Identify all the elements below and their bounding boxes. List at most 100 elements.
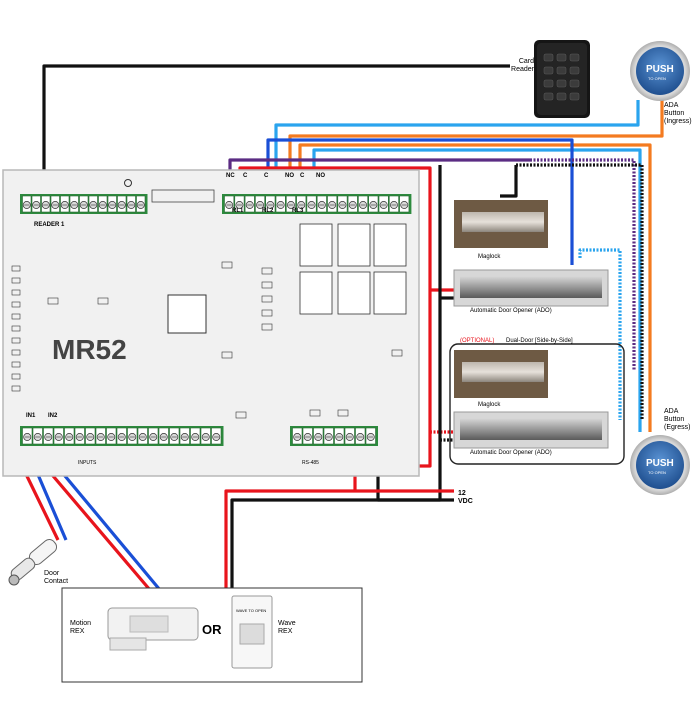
relay-bank	[299, 223, 407, 315]
keypad-key	[543, 53, 554, 62]
input-led	[11, 361, 21, 368]
board-part	[221, 351, 233, 359]
keypad-key	[556, 79, 567, 88]
or-label: OR	[202, 622, 222, 637]
board-part	[97, 297, 109, 305]
board-outline	[2, 169, 420, 477]
input-label-in2: IN2	[48, 413, 58, 419]
input-led	[11, 313, 21, 320]
board-part	[309, 409, 321, 417]
keypad-key	[543, 79, 554, 88]
reader-terminal-block	[20, 194, 148, 214]
relay-coil	[373, 223, 407, 267]
keypad-key	[569, 92, 580, 101]
wire-ado-lightblue-dashed	[578, 248, 622, 420]
inputs-caption: INPUTS	[78, 460, 97, 466]
relay-coil	[337, 271, 371, 315]
board-part	[47, 297, 59, 305]
optional-tag: (OPTIONAL)	[460, 338, 495, 344]
card-reader-label: Card Reader	[511, 58, 534, 73]
processor-chip	[167, 294, 207, 334]
wire-card-reader	[42, 64, 510, 195]
wires	[22, 64, 664, 592]
door-contact-device	[8, 538, 58, 586]
board-part	[261, 281, 273, 289]
rs485-caption: RS-485	[302, 460, 319, 466]
motion-rex-device	[107, 607, 199, 651]
input-led	[11, 265, 21, 272]
keypad-key	[556, 92, 567, 101]
ado-1	[453, 269, 609, 307]
mr52-board	[2, 169, 420, 477]
relay-label-rl3: RL3	[292, 208, 304, 214]
door-contact-label: Door Contact	[44, 570, 69, 585]
board-part	[391, 349, 403, 357]
ada-ingress-button	[630, 41, 690, 101]
maglock-1	[454, 200, 548, 248]
push-text-egress: PUSH	[646, 458, 674, 469]
wave-rex-device	[231, 595, 273, 669]
relay-coil	[373, 271, 407, 315]
dual-door-label: Dual-Door [Side-by-Side]	[506, 338, 573, 344]
terminal-label-nc: NC	[226, 173, 235, 179]
relay-label-rl2: RL2	[262, 208, 274, 214]
board-model-title: MR52	[52, 334, 127, 365]
input-terminal-block	[20, 426, 224, 446]
board-components	[11, 261, 403, 419]
terminal-label-c3: C	[300, 173, 305, 179]
wire-power-dashed	[516, 163, 644, 420]
power-label: 12 VDC	[458, 490, 473, 505]
keypad-key	[569, 79, 580, 88]
input-led	[11, 349, 21, 356]
wave-plate-text: WAVE TO OPEN	[236, 608, 267, 613]
push-text-ingress: PUSH	[646, 64, 674, 75]
maglock-label-2: Maglock	[478, 402, 501, 408]
relay-coil	[299, 271, 333, 315]
input-led	[11, 301, 21, 308]
push-subtext-egress: TO OPEN	[648, 470, 666, 475]
input-led	[11, 373, 21, 380]
wire-power-black	[500, 165, 518, 198]
reader-port-label: READER 1	[34, 222, 65, 228]
maglock-label-1: Maglock	[478, 254, 501, 260]
ado-label-1: Automatic Door Opener (ADO)	[470, 308, 552, 314]
keypad-key	[556, 53, 567, 62]
board-part	[261, 295, 273, 303]
keypad-key	[569, 53, 580, 62]
input-led	[11, 337, 21, 344]
wave-rex-label: Wave REX	[278, 620, 296, 635]
keypad-key	[543, 66, 554, 75]
board-part	[261, 323, 273, 331]
board-part	[261, 309, 273, 317]
terminal-label-c1: C	[243, 173, 248, 179]
keypad-key	[556, 66, 567, 75]
keypad-key	[569, 66, 580, 75]
relay-label-rl1: RL1	[232, 208, 244, 214]
header-strip	[151, 189, 215, 203]
ada-egress-label: ADA Button (Egress)	[664, 408, 691, 431]
relay-coil	[299, 223, 333, 267]
input-led	[11, 325, 21, 332]
input-led	[11, 277, 21, 284]
ado-2	[453, 411, 609, 449]
wire-12vdc-black	[230, 498, 454, 590]
input-label-in1: IN1	[26, 413, 36, 419]
relay-terminal-block	[222, 194, 412, 214]
board-part	[221, 261, 233, 269]
terminal-label-no1: NO	[285, 173, 294, 179]
card-reader-device	[534, 40, 590, 118]
board-part	[337, 409, 349, 417]
ado-label-2: Automatic Door Opener (ADO)	[470, 450, 552, 456]
maglock-2	[454, 350, 548, 398]
input-led	[11, 289, 21, 296]
board-led	[124, 179, 132, 187]
board-part	[261, 267, 273, 275]
board-part	[235, 411, 247, 419]
ada-egress-button	[630, 435, 690, 495]
dual-door-frame	[449, 343, 625, 465]
wire-12vdc-red	[224, 489, 454, 590]
input-led	[11, 385, 21, 392]
terminal-label-no2: NO	[316, 173, 325, 179]
